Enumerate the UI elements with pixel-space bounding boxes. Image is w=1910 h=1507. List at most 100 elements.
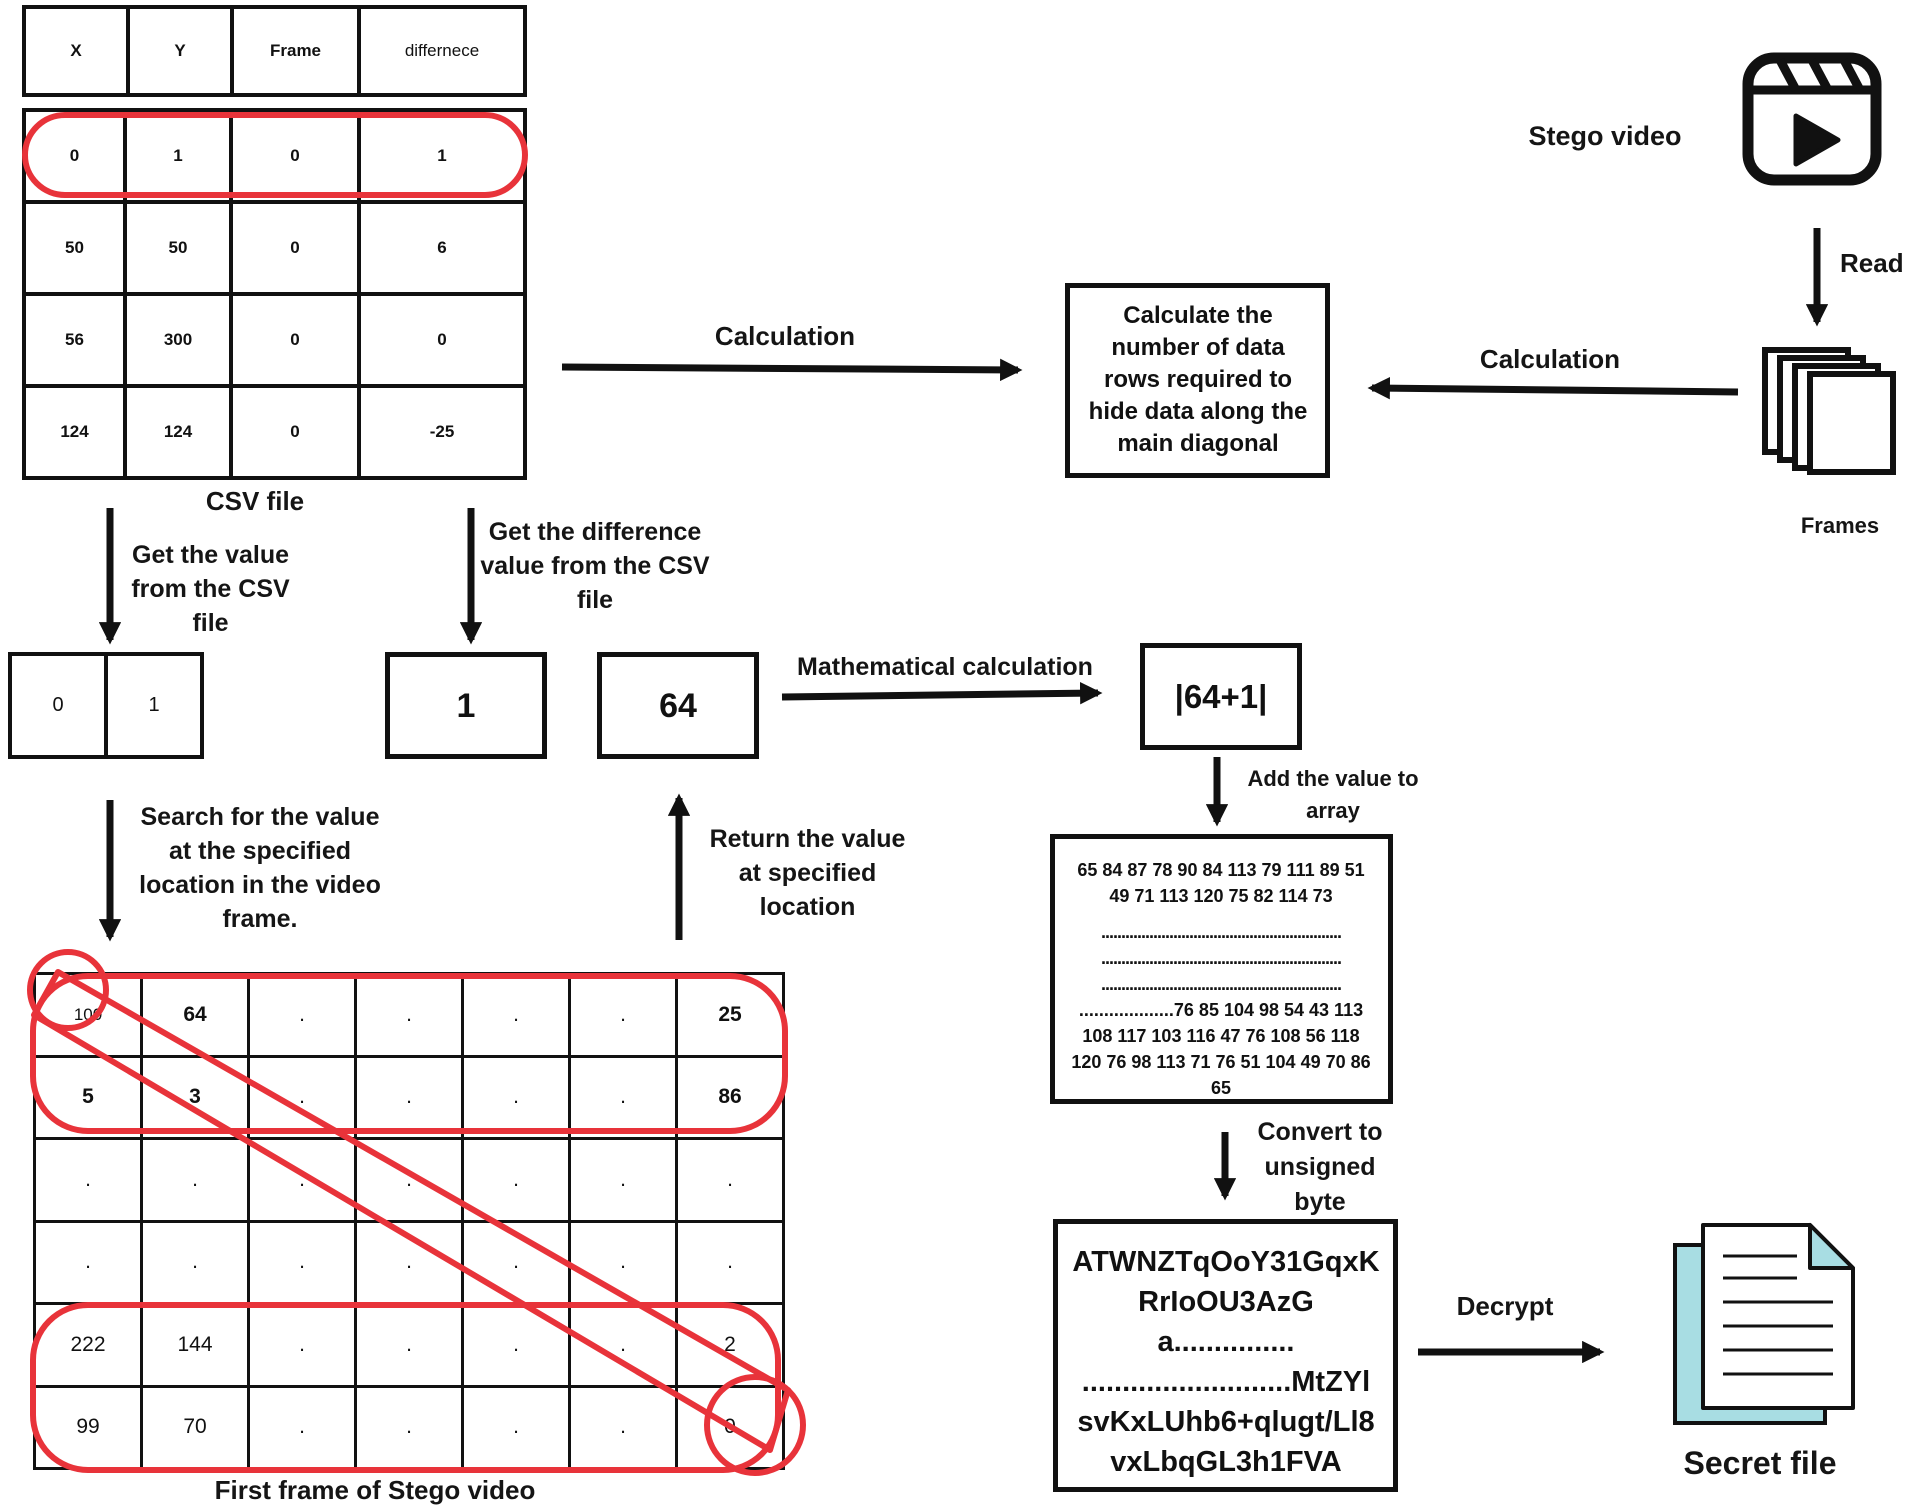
array-box: 65 84 87 78 90 84 113 79 111 89 51 49 71…: [1050, 834, 1393, 1104]
table-row: . . . . . . .: [33, 1219, 785, 1305]
calculation-label-right: Calculation: [1479, 344, 1621, 374]
add-to-array-label: Add the value to array: [1247, 766, 1419, 823]
frame-cell: .: [247, 1302, 357, 1388]
pixel-value-box: 64: [597, 652, 759, 759]
frame-cell: 5: [33, 1054, 143, 1140]
frame-cell: .: [33, 1219, 143, 1305]
csv-cell: 124: [123, 384, 233, 480]
calculation-box-text: Calculate the number of data rows requir…: [1088, 302, 1308, 457]
csv-header-x: X: [22, 5, 130, 97]
csv-header-y: Y: [126, 5, 234, 97]
frame-cell: 3: [140, 1054, 250, 1140]
frame-cell: .: [568, 1054, 678, 1140]
convert-label: Convert to unsigned byte: [1257, 1118, 1383, 1216]
array-values-start: 65 84 87 78 90 84 113 79 111 89 51 49 71…: [1077, 860, 1365, 906]
frames-stack-icon: [1762, 347, 1896, 475]
csv-cell: 6: [357, 200, 527, 296]
csv-cell: 0: [22, 108, 127, 204]
frame-cell: 100: [33, 972, 143, 1058]
frame-cell: 99: [33, 1384, 143, 1470]
frame-cell: .: [461, 972, 571, 1058]
csv-cell: 0: [229, 292, 361, 388]
calculation-box: Calculate the number of data rows requir…: [1065, 283, 1330, 478]
array-ellipsis-1: ........................................…: [1100, 922, 1342, 942]
get-value-label: Get the value from the CSV file: [131, 541, 290, 637]
frame-cell: .: [568, 1137, 678, 1223]
coordinate-box: 0 1: [8, 652, 204, 759]
coord-x-cell: 0: [8, 652, 108, 759]
get-difference-label: Get the difference value from the CSV fi…: [480, 518, 710, 614]
stego-frame-grid: 100 64 . . . . 25 5 3 . . . . 86 . . . .…: [33, 972, 785, 1470]
csv-header-table: X Y Frame differnece: [22, 5, 527, 97]
mathematical-calculation-label: Mathematical calculation: [797, 653, 1093, 681]
table-row: 56 300 0 0: [22, 292, 527, 388]
sum-value: |64+1|: [1174, 678, 1268, 715]
frame-cell: 70: [140, 1384, 250, 1470]
frame-cell: .: [247, 1219, 357, 1305]
stego-video-label: Stego video: [1528, 121, 1682, 151]
csv-cell: 300: [123, 292, 233, 388]
csv-header-difference: differnece: [357, 5, 527, 97]
csv-cell: 124: [22, 384, 127, 480]
frame-cell: .: [247, 1137, 357, 1223]
frame-cell: .: [140, 1137, 250, 1223]
csv-cell: 0: [229, 384, 361, 480]
csv-cell: 1: [357, 108, 527, 204]
frame-cell: .: [247, 972, 357, 1058]
frame-cell: .: [461, 1219, 571, 1305]
base64-text: ATWNZTqOoY31GqxK RrIoOU3AzGa............…: [1072, 1246, 1380, 1478]
table-row: 50 50 0 6: [22, 200, 527, 296]
video-play-icon: [1742, 52, 1882, 186]
table-row: . . . . . . .: [33, 1137, 785, 1223]
frame-cell: .: [354, 1219, 464, 1305]
table-row: 5 3 . . . . 86: [33, 1054, 785, 1140]
difference-value: 1: [456, 687, 476, 725]
csv-cell: -25: [357, 384, 527, 480]
table-row: 100 64 . . . . 25: [33, 972, 785, 1058]
frame-cell: 222: [33, 1302, 143, 1388]
secret-file-icon: [1673, 1223, 1855, 1425]
frame-cell: .: [675, 1219, 785, 1305]
frame-cell: .: [247, 1054, 357, 1140]
csv-cell: 1: [123, 108, 233, 204]
csv-file-caption: CSV file: [205, 486, 305, 516]
frame-cell: 2: [675, 1302, 785, 1388]
frame-cell: .: [675, 1137, 785, 1223]
frame-cell: .: [461, 1302, 571, 1388]
return-label: Return the value at specified location: [709, 825, 906, 921]
frame-cell: .: [568, 1219, 678, 1305]
search-label: Search for the value at the specified lo…: [139, 803, 381, 933]
frame-cell: 86: [675, 1054, 785, 1140]
base64-box: ATWNZTqOoY31GqxK RrIoOU3AzGa............…: [1053, 1219, 1398, 1492]
sum-box: |64+1|: [1140, 643, 1302, 750]
array-ellipsis-2: ........................................…: [1100, 948, 1342, 968]
frame-cell: .: [247, 1384, 357, 1470]
frame-cell: .: [33, 1137, 143, 1223]
frame-cell: .: [354, 1054, 464, 1140]
csv-data-table: 0 1 0 1 50 50 0 6 56 300 0 0 124 124 0 -…: [22, 108, 527, 480]
csv-cell: 50: [123, 200, 233, 296]
csv-header-row: X Y Frame differnece: [22, 5, 527, 97]
table-row: 222 144 . . . . 2: [33, 1302, 785, 1388]
secret-file-label: Secret file: [1683, 1445, 1837, 1481]
frame-cell: 25: [675, 972, 785, 1058]
arrow-csv-to-calc: [561, 358, 1023, 382]
frame-cell: .: [568, 1302, 678, 1388]
frame-cell: .: [140, 1219, 250, 1305]
frame-cell: .: [354, 972, 464, 1058]
array-ellipsis-3: ........................................…: [1100, 974, 1342, 994]
csv-header-frame: Frame: [230, 5, 361, 97]
frame-cell: .: [568, 972, 678, 1058]
frame-cell: .: [354, 1302, 464, 1388]
calculation-label-left: Calculation: [714, 321, 856, 351]
csv-cell: 56: [22, 292, 127, 388]
csv-cell: 50: [22, 200, 127, 296]
read-label: Read: [1840, 248, 1904, 278]
frame-cell: .: [461, 1137, 571, 1223]
pixel-value: 64: [659, 687, 697, 725]
decrypt-label: Decrypt: [1456, 1291, 1554, 1321]
table-row: 0 1 0 1: [22, 108, 527, 204]
arrow-pixel-to-sum: [781, 682, 1103, 705]
coord-y-cell: 1: [104, 652, 204, 759]
frame-cell: 64: [140, 972, 250, 1058]
